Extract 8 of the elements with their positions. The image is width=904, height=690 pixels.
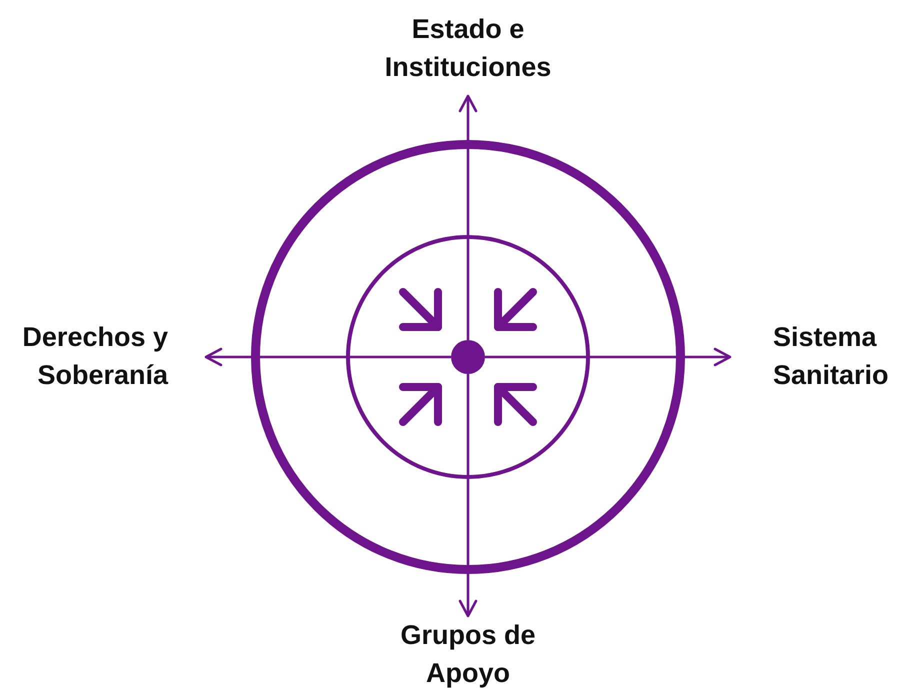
- axis-arrow: [458, 94, 478, 340]
- axis-label: Sistema Sanitario: [773, 321, 890, 392]
- axis-arrow: [204, 348, 451, 366]
- axis-arrow: [485, 348, 732, 366]
- axis-label: Grupos de Apoyo: [399, 619, 536, 690]
- axis-label: Estado e Instituciones: [384, 13, 552, 84]
- axis-label: Derechos y Soberanía: [21, 321, 168, 392]
- axis-arrow: [458, 374, 478, 618]
